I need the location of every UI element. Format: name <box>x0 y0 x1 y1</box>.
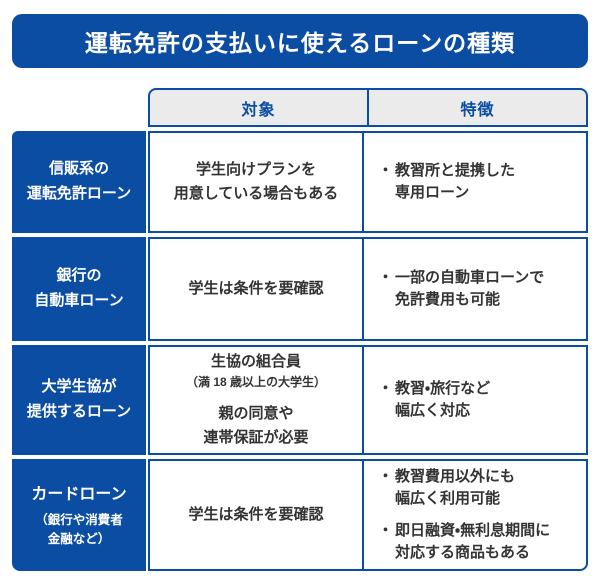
header-corner-spacer <box>12 88 146 127</box>
feature-text: 教習費用以外にも 幅広く利用可能 <box>395 466 515 511</box>
feature-item: ・ 一部の自動車ローンで 免許費用も可能 <box>378 267 578 312</box>
table-row-bank-auto-loan: 銀行の 自動車ローン 学生は条件を要確認 ・ 一部の自動車ローンで 免許費用も可… <box>12 237 588 341</box>
feature-text: 教習・旅行など 幅広く対応 <box>395 378 490 423</box>
feature-line: 免許費用も可能 <box>395 291 501 308</box>
row-label-line: 大学生協が <box>41 378 117 396</box>
feature-text: 一部の自動車ローンで 免許費用も可能 <box>395 267 544 312</box>
feature-item: ・ 即日融資・無利息期間に 対応する商品もある <box>378 520 578 565</box>
table-row-shinpan-loan: 信販系の 運転免許ローン 学生向けプランを 用意している場合もある ・ 教習所と… <box>12 131 588 233</box>
feature-line: 教習費用以外にも <box>395 467 516 485</box>
feature-text: 教習所と提携した 専用ローン <box>395 160 515 205</box>
row-content: 生協の組合員 （満 18 歳以上の大学生） 親の同意や 連帯保証が必要 ・ 教習… <box>148 345 588 455</box>
target-line: 生協の組合員 <box>210 353 301 371</box>
target-secondary: 親の同意や 連帯保証が必要 <box>203 402 308 450</box>
table-header-row: 対象 特徴 <box>12 88 588 127</box>
column-header-features: 特徴 <box>460 101 495 119</box>
feature-cell: ・ 一部の自動車ローンで 免許費用も可能 <box>364 239 586 339</box>
row-label-line: 提供するローン <box>26 403 132 420</box>
feature-line: 一部の自動車ローンで <box>395 268 545 286</box>
bullet-mark: ・ <box>378 268 394 286</box>
target-line: 連帯保証が必要 <box>203 428 309 446</box>
table-row-coop-loan: 大学生協が 提供するローン 生協の組合員 （満 18 歳以上の大学生） 親の同意… <box>12 345 588 455</box>
target-line: 用意している場合もある <box>173 185 339 202</box>
target-line: 学生は条件を要確認 <box>188 280 324 297</box>
row-label-line: 自動車ローン <box>34 292 124 309</box>
target-cell: 学生は条件を要確認 <box>150 461 364 569</box>
target-note: （満 18 歳以上の大学生） <box>185 375 327 390</box>
row-content: 学生は条件を要確認 ・ 教習費用以外にも 幅広く利用可能 ・ 即日融資・無利息期… <box>148 459 588 571</box>
feature-text: 即日融資・無利息期間に 対応する商品もある <box>395 520 550 565</box>
feature-item: ・ 教習費用以外にも 幅広く利用可能 <box>378 466 578 511</box>
row-label-line: 銀行の <box>56 267 102 285</box>
feature-cell: ・ 教習・旅行など 幅広く対応 <box>364 347 586 453</box>
row-label-note-line: （銀行や消費者 <box>35 512 123 527</box>
table-row-card-loan: カードローン （銀行や消費者 金融など） 学生は条件を要確認 ・ 教習費用以外に… <box>12 459 588 571</box>
feature-line: 教習・旅行など <box>395 379 491 397</box>
feature-line: 専用ローン <box>395 184 470 201</box>
feature-cell: ・ 教習所と提携した 専用ローン <box>364 133 586 231</box>
row-label-coop: 大学生協が 提供するローン <box>12 345 146 455</box>
row-content: 学生は条件を要確認 ・ 一部の自動車ローンで 免許費用も可能 <box>148 237 588 341</box>
target-line: 学生は条件を要確認 <box>188 506 324 523</box>
row-label-bank: 銀行の 自動車ローン <box>12 237 146 341</box>
feature-line: 対応する商品もある <box>395 544 531 561</box>
row-label-line: 運転免許ローン <box>26 185 132 202</box>
row-label-line: カードローン <box>31 485 127 503</box>
feature-item: ・ 教習・旅行など 幅広く対応 <box>378 378 578 423</box>
feature-line: 教習所と提携した <box>395 161 516 179</box>
target-line: 親の同意や <box>218 404 294 422</box>
feature-item: ・ 教習所と提携した 専用ローン <box>378 160 578 205</box>
target-line: 学生向けプランを <box>195 161 316 178</box>
target-cell: 学生向けプランを 用意している場合もある <box>150 133 364 231</box>
target-cell: 学生は条件を要確認 <box>150 239 364 339</box>
column-header-target: 対象 <box>150 90 369 125</box>
bullet-mark: ・ <box>378 379 394 397</box>
row-label-shinpan: 信販系の 運転免許ローン <box>12 131 146 233</box>
feature-cell: ・ 教習費用以外にも 幅広く利用可能 ・ 即日融資・無利息期間に 対応する商品も… <box>364 461 586 569</box>
row-label-line: 信販系の <box>48 160 109 178</box>
feature-line: 幅広く対応 <box>395 402 471 419</box>
row-content: 学生向けプランを 用意している場合もある ・ 教習所と提携した 専用ローン <box>148 131 588 233</box>
loan-comparison-table: 対象 特徴 信販系の 運転免許ローン 学生向けプランを 用意している場合もある … <box>12 88 588 571</box>
bullet-mark: ・ <box>378 161 394 179</box>
bullet-mark: ・ <box>378 521 394 539</box>
row-label-note: （銀行や消費者 金融など） <box>35 511 123 549</box>
bullet-mark: ・ <box>378 467 394 485</box>
feature-line: 即日融資・無利息期間に <box>395 521 551 539</box>
row-label-note-line: 金融など） <box>47 531 111 546</box>
row-label-card: カードローン （銀行や消費者 金融など） <box>12 459 146 571</box>
page-title: 運転免許の支払いに使えるローンの種類 <box>12 14 588 68</box>
header-box: 対象 特徴 <box>148 88 588 127</box>
target-cell: 生協の組合員 （満 18 歳以上の大学生） 親の同意や 連帯保証が必要 <box>150 347 364 453</box>
feature-line: 幅広く利用可能 <box>395 490 501 507</box>
